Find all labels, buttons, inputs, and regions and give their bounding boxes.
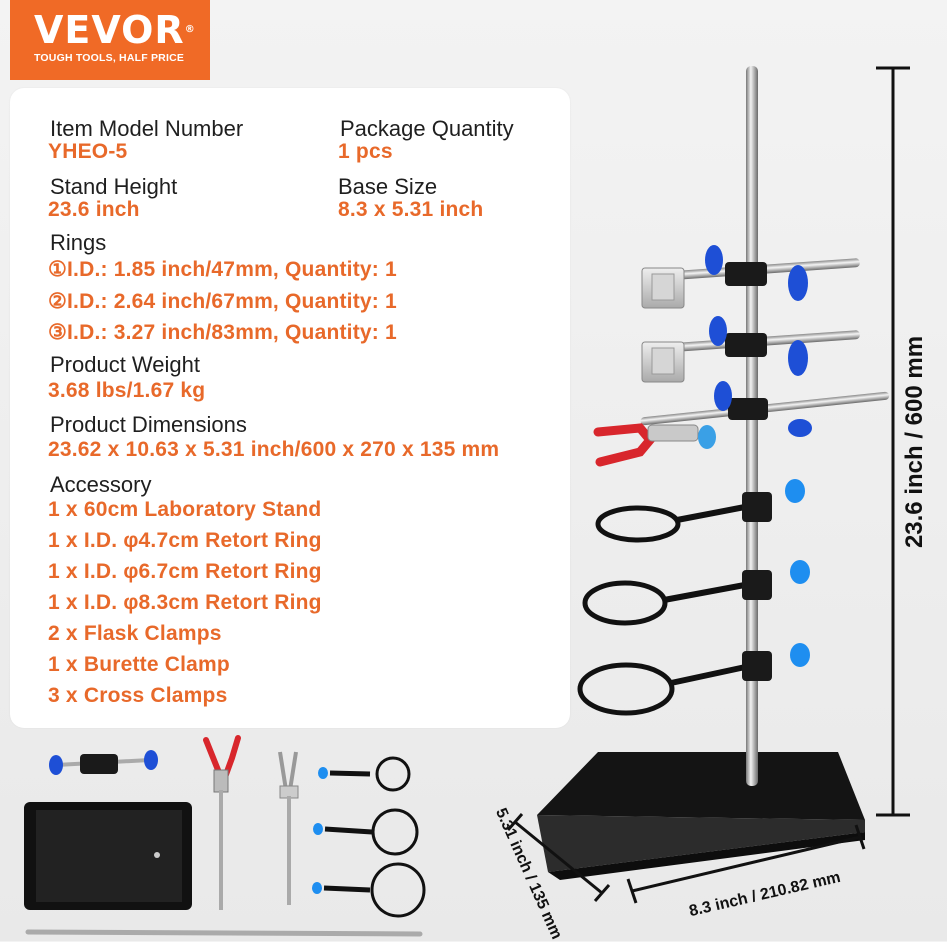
ring-item: ③I.D.: 3.27 inch/83mm, Quantity: 1 — [48, 321, 397, 344]
accessory-rings — [312, 756, 426, 918]
rings-label: Rings — [50, 230, 107, 255]
qty-value: 1 pcs — [338, 140, 393, 163]
flask-clamp — [641, 245, 860, 309]
retort-ring-small — [595, 479, 805, 543]
base-value: 8.3 x 5.31 inch — [338, 198, 484, 221]
stand-rod — [746, 66, 758, 786]
width-dimension-line — [626, 824, 866, 904]
accessory-rod — [25, 929, 423, 937]
accessory-item: 3 x Cross Clamps — [48, 684, 228, 707]
stand-base — [537, 752, 865, 880]
accessory-item: 2 x Flask Clamps — [48, 622, 222, 645]
accessory-burette-clamp — [278, 751, 299, 905]
accessory-item: 1 x Burette Clamp — [48, 653, 230, 676]
ring-item: ②I.D.: 2.64 inch/67mm, Quantity: 1 — [48, 290, 397, 313]
height-dimension-label: 23.6 inch / 600 mm — [901, 335, 928, 549]
accessory-item: 1 x I.D. φ6.7cm Retort Ring — [48, 560, 322, 583]
accessory-cross-clamp — [49, 750, 158, 775]
accessory-item: 1 x I.D. φ4.7cm Retort Ring — [48, 529, 322, 552]
height-value: 23.6 inch — [48, 198, 140, 221]
weight-label: Product Weight — [50, 352, 201, 377]
weight-value: 3.68 lbs/1.67 kg — [48, 379, 206, 402]
burette-clamp — [593, 381, 890, 467]
accessory-item: 1 x I.D. φ8.3cm Retort Ring — [48, 591, 322, 614]
accessory-base-plate — [24, 802, 192, 910]
brand-logo: VEVOR® TOUGH TOOLS, HALF PRICE — [10, 0, 210, 80]
retort-ring-large — [577, 643, 810, 716]
model-value: YHEO-5 — [48, 140, 128, 163]
brand-name: VEVOR® — [34, 8, 196, 52]
height-dimension-line — [876, 66, 910, 817]
spec-card: Item Model Number YHEO-5 Package Quantit… — [10, 88, 570, 728]
accessory-flask-clamp-red — [203, 735, 241, 910]
dims-label: Product Dimensions — [50, 412, 247, 437]
ring-item: ①I.D.: 1.85 inch/47mm, Quantity: 1 — [48, 258, 397, 281]
accessory-item: 1 x 60cm Laboratory Stand — [48, 498, 322, 521]
depth-dimension-line — [506, 813, 611, 902]
flask-clamp — [641, 316, 860, 383]
dims-value: 23.62 x 10.63 x 5.31 inch/600 x 270 x 13… — [48, 438, 500, 461]
accessory-label: Accessory — [50, 472, 152, 497]
qty-label: Package Quantity — [340, 116, 514, 141]
model-label: Item Model Number — [50, 116, 244, 141]
height-label: Stand Height — [50, 174, 178, 199]
base-label: Base Size — [338, 174, 438, 199]
brand-tagline: TOUGH TOOLS, HALF PRICE — [34, 52, 185, 64]
retort-ring-medium — [582, 560, 810, 626]
